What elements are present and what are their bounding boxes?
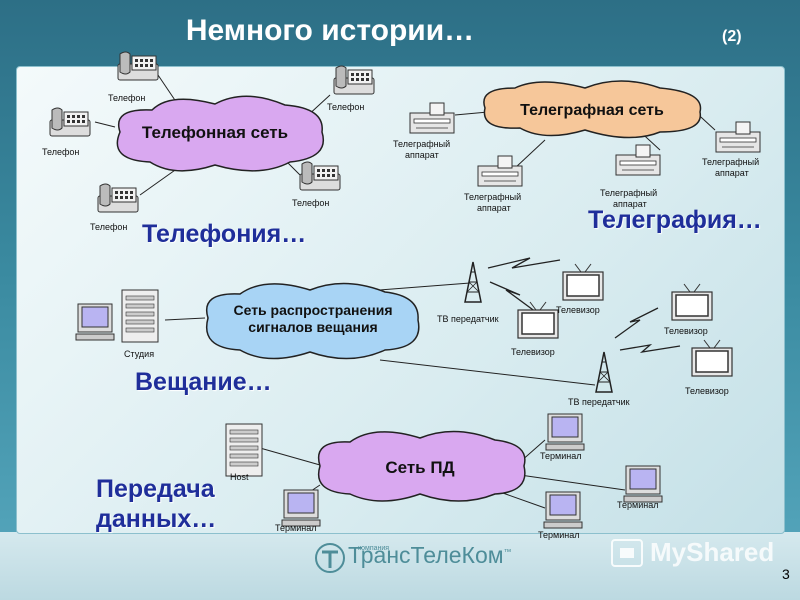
phone-label: Телефон bbox=[327, 102, 364, 112]
studio-label: Студия bbox=[124, 349, 154, 359]
phone-icon bbox=[117, 51, 159, 81]
company-name: ТрансТелеКом™ bbox=[348, 542, 512, 569]
phone-icon bbox=[299, 161, 341, 191]
phone-label: Телефон bbox=[42, 147, 79, 157]
tv-icon bbox=[562, 263, 604, 301]
section-telephony: Телефония… bbox=[142, 220, 307, 248]
telegraph-label-line1: Телеграфный bbox=[464, 192, 521, 202]
tv-label: Телевизор bbox=[511, 347, 555, 357]
phone-icon bbox=[97, 183, 139, 213]
tv-transmitter-icon bbox=[464, 261, 482, 303]
tv-icon bbox=[671, 283, 713, 321]
terminal-label: Терминал bbox=[540, 451, 581, 461]
broadcast-network-cloud bbox=[206, 282, 420, 360]
telephone-network-cloud bbox=[116, 95, 324, 172]
telegraph-network-cloud bbox=[483, 80, 702, 139]
phone-icon bbox=[333, 65, 375, 95]
tv-label: Телевизор bbox=[556, 305, 600, 315]
tv-transmitter-label: ТВ передатчик bbox=[437, 314, 499, 324]
bottom-strip bbox=[0, 532, 800, 600]
telegraph-network-label: Телеграфная сеть bbox=[520, 102, 664, 119]
data-network-cloud bbox=[317, 430, 526, 502]
telegraph-apparatus-icon bbox=[615, 144, 661, 176]
terminal-label: Терминал bbox=[275, 523, 316, 533]
telegraph-label-line1: Телеграфный bbox=[702, 157, 759, 167]
telegraph-label-line2: аппарат bbox=[405, 150, 439, 160]
company-name-text: ТрансТелеКом bbox=[348, 542, 504, 568]
telephone-network-label: Телефонная сеть bbox=[142, 123, 288, 142]
section-data-line1: Передача bbox=[96, 475, 215, 503]
tv-transmitter-label: ТВ передатчик bbox=[568, 397, 630, 407]
watermark-icon bbox=[611, 539, 643, 567]
slide-title: Немного истории… bbox=[185, 14, 475, 47]
telegraph-label-line1: Телеграфный bbox=[393, 139, 450, 149]
connection-lines bbox=[94, 74, 716, 509]
terminal-icon bbox=[281, 489, 321, 527]
host-label: Host bbox=[230, 472, 249, 482]
company-logo-icon bbox=[315, 543, 345, 573]
terminal-label: Терминал bbox=[617, 500, 658, 510]
studio-server-icon bbox=[121, 289, 159, 343]
terminal-icon bbox=[543, 491, 583, 529]
watermark: MyShared bbox=[650, 537, 775, 567]
trademark-mark: ™ bbox=[503, 547, 512, 557]
tv-label: Телевизор bbox=[685, 386, 729, 396]
telegraph-apparatus-icon bbox=[715, 121, 761, 153]
telegraph-label-line2: аппарат bbox=[613, 199, 647, 209]
radio-links bbox=[487, 257, 681, 353]
section-data-line2: данных… bbox=[96, 505, 217, 533]
studio-monitor-icon bbox=[75, 303, 115, 341]
terminal-icon bbox=[623, 465, 663, 503]
tv-icon bbox=[517, 301, 559, 339]
data-network-label: Сеть ПД bbox=[385, 458, 454, 477]
tv-transmitter-icon bbox=[595, 351, 613, 393]
terminal-icon bbox=[545, 413, 585, 451]
page-number: 3 bbox=[782, 566, 790, 582]
telegraph-apparatus-icon bbox=[477, 155, 523, 187]
host-server-icon bbox=[225, 423, 263, 477]
tv-label: Телевизор bbox=[664, 326, 708, 336]
phone-label: Телефон bbox=[292, 198, 329, 208]
company-small-label: компания bbox=[358, 545, 390, 552]
section-broadcasting: Вещание… bbox=[135, 368, 272, 396]
phone-label: Телефон bbox=[108, 93, 145, 103]
telegraph-label-line2: аппарат bbox=[477, 203, 511, 213]
phone-label: Телефон bbox=[90, 222, 127, 232]
slide-subnumber: (2) bbox=[722, 28, 742, 45]
broadcast-network-label-line1: Сеть распространения bbox=[233, 302, 392, 318]
terminal-label: Терминал bbox=[538, 530, 579, 540]
telegraph-label-line2: аппарат bbox=[715, 168, 749, 178]
tv-icon bbox=[691, 339, 733, 377]
broadcast-network-label-line2: сигналов вещания bbox=[248, 319, 377, 335]
phone-icon bbox=[49, 107, 91, 137]
section-telegraphy: Телеграфия… bbox=[588, 206, 762, 234]
telegraph-label-line1: Телеграфный bbox=[600, 188, 657, 198]
section-data-transmission: Передача данных… bbox=[96, 474, 216, 534]
telegraph-apparatus-icon bbox=[409, 102, 455, 134]
